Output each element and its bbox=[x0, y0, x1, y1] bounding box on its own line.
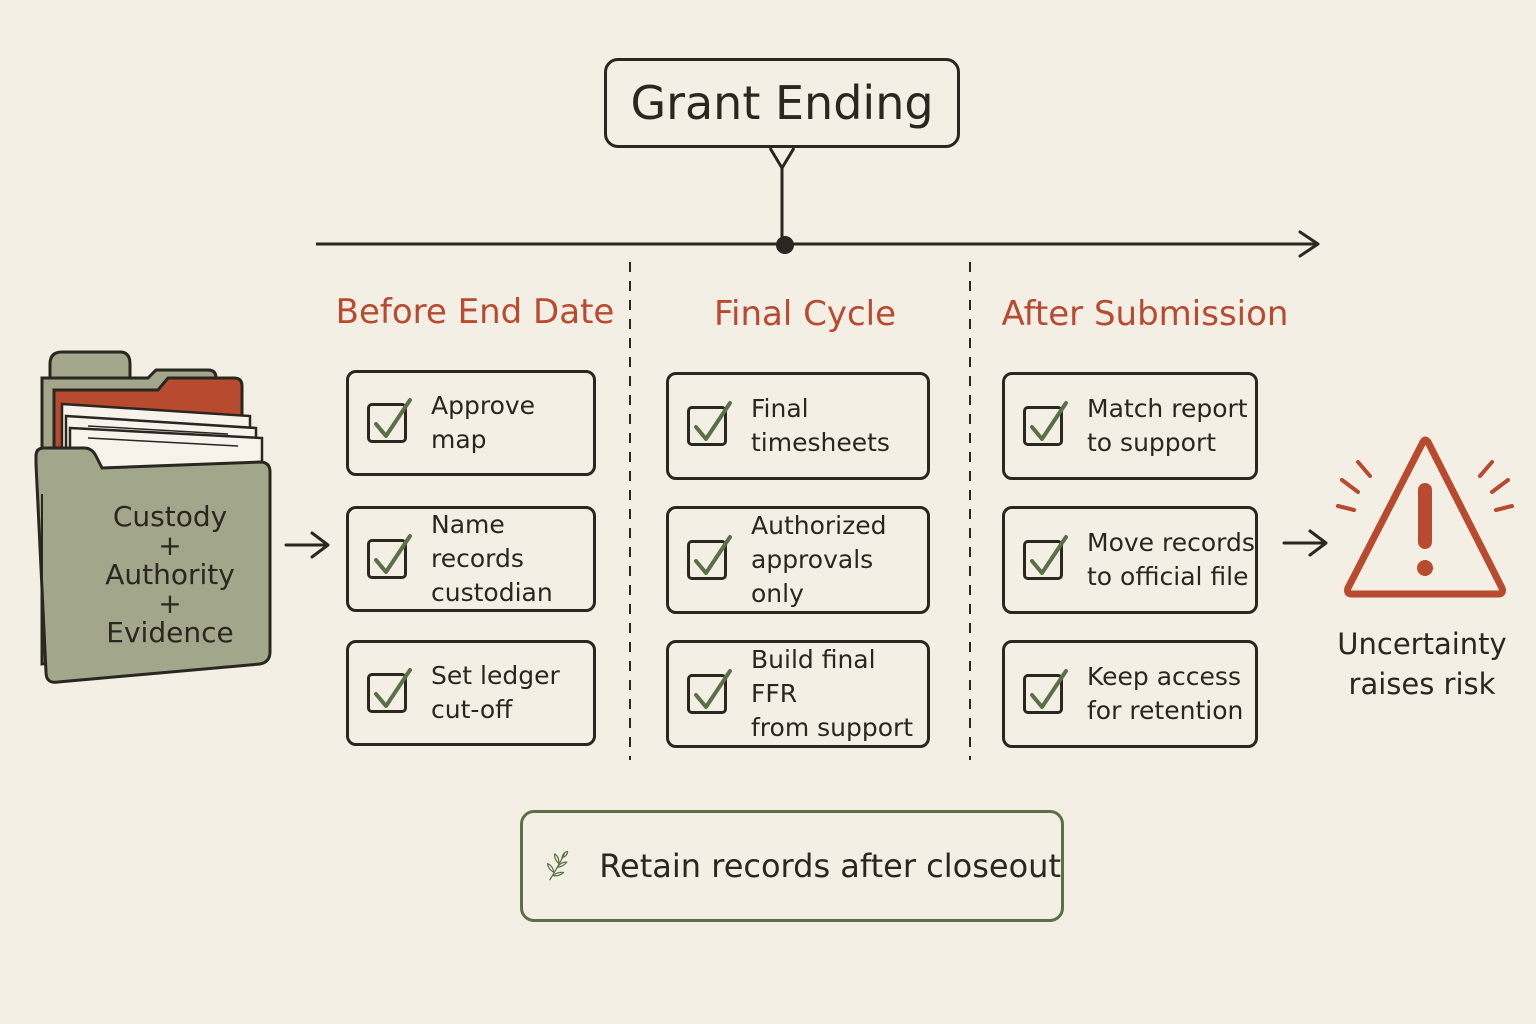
file-folder-icon bbox=[34, 350, 272, 684]
checklist-card: Set ledger cut-off bbox=[346, 640, 596, 746]
checklist-card: Approve map bbox=[346, 370, 596, 476]
checkbox-checked-icon bbox=[687, 669, 732, 714]
phase-heading-final-cycle: Final Cycle bbox=[713, 294, 897, 334]
checklist-item-text: Move records to official file bbox=[1087, 528, 1255, 591]
checklist-card: Move records to official file bbox=[1002, 506, 1258, 614]
arrow-right-icon bbox=[1282, 529, 1328, 557]
checklist-card: Name records custodian bbox=[346, 506, 596, 612]
title-callout-stem bbox=[768, 147, 796, 170]
checkbox-checked-icon bbox=[367, 398, 412, 443]
checklist-item-text: Set ledger cut-off bbox=[431, 661, 560, 724]
checklist-card: Final timesheets bbox=[666, 372, 930, 480]
checkbox-checked-icon bbox=[367, 668, 412, 713]
warning-triangle-icon bbox=[1336, 436, 1514, 598]
checklist-item-text: Authorized approvals only bbox=[751, 511, 887, 608]
diagram-title: Grant Ending bbox=[630, 76, 934, 130]
retain-records-box: Retain records after closeout bbox=[520, 810, 1064, 922]
checklist-item-text: Name records custodian bbox=[431, 510, 553, 607]
checklist-card: Authorized approvals only bbox=[666, 506, 930, 614]
title-box: Grant Ending bbox=[604, 58, 960, 148]
retain-records-label: Retain records after closeout bbox=[599, 847, 1061, 885]
checkbox-checked-icon bbox=[1023, 401, 1068, 446]
checklist-item-text: Approve map bbox=[431, 391, 536, 454]
timeline-milestone-dot bbox=[776, 236, 794, 254]
checkbox-checked-icon bbox=[1023, 669, 1068, 714]
checklist-card: Keep access for retention bbox=[1002, 640, 1258, 748]
phase-heading-after-submission: After Submission bbox=[1001, 294, 1289, 334]
checkbox-checked-icon bbox=[1023, 535, 1068, 580]
checkbox-checked-icon bbox=[687, 535, 732, 580]
checklist-item-text: Match report to support bbox=[1087, 394, 1248, 457]
checklist-card: Build final FFR from support bbox=[666, 640, 930, 748]
checklist-card: Match report to support bbox=[1002, 372, 1258, 480]
arrow-right-icon bbox=[284, 531, 330, 559]
leaf-sprig-icon bbox=[546, 850, 569, 881]
phase-heading-before-end-date: Before End Date bbox=[335, 292, 615, 332]
risk-label: Uncertainty raises risk bbox=[1337, 627, 1507, 701]
checkbox-checked-icon bbox=[367, 534, 412, 579]
timeline-arrowhead bbox=[1298, 230, 1320, 258]
checklist-item-text: Final timesheets bbox=[751, 394, 890, 457]
checklist-item-text: Keep access for retention bbox=[1087, 662, 1244, 725]
checklist-item-text: Build final FFR from support bbox=[751, 645, 914, 742]
folder-label: Custody + Authority + Evidence bbox=[105, 500, 235, 649]
checkbox-checked-icon bbox=[687, 401, 732, 446]
